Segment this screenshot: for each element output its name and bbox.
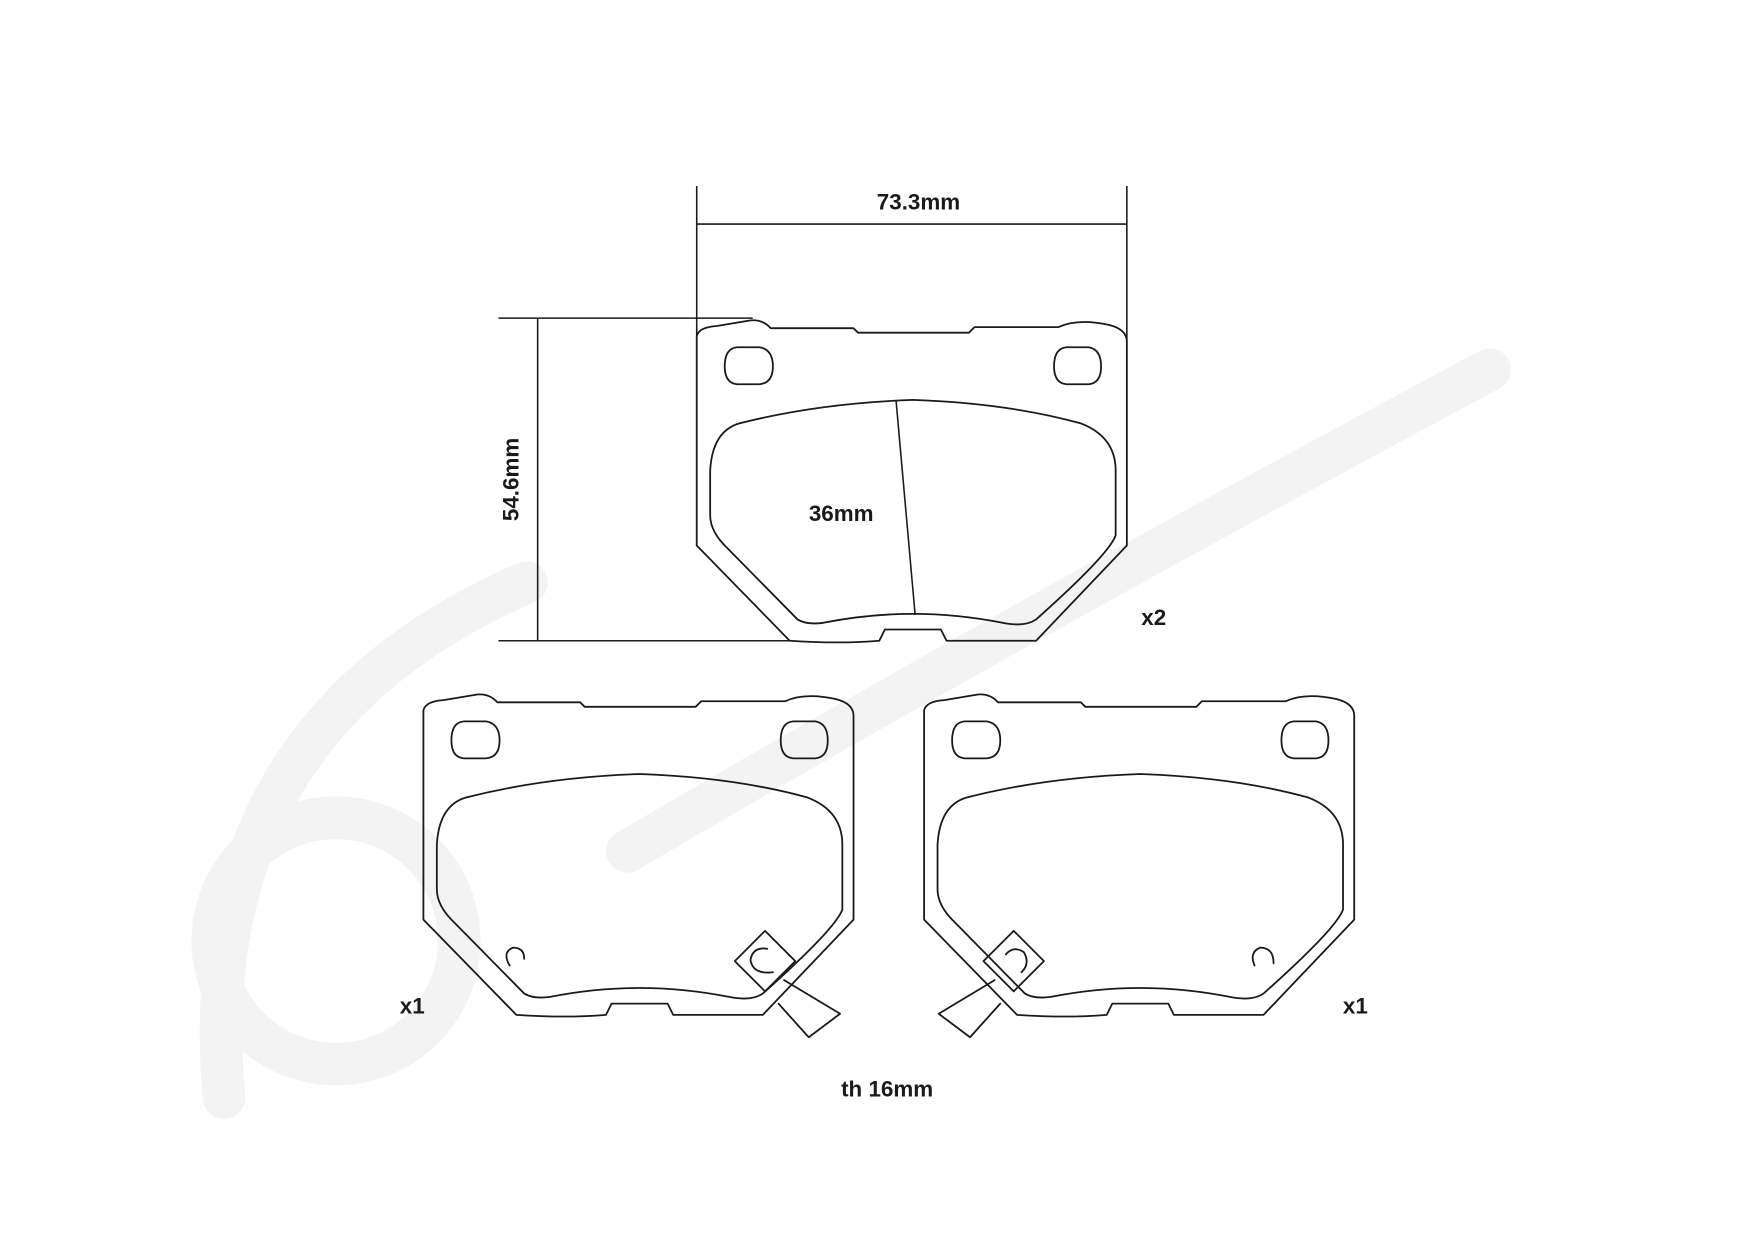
clip-hook-icon bbox=[505, 946, 526, 967]
quantity-label-top: x2 bbox=[1141, 605, 1166, 630]
brembo-watermark-logo bbox=[191, 348, 1512, 1120]
width-dimension: 73.3mm bbox=[695, 185, 1128, 342]
thickness-label: th 16mm bbox=[841, 1077, 933, 1102]
friction-height-line bbox=[895, 400, 916, 616]
height-label: 54.6mm bbox=[499, 438, 524, 521]
clip-hook-icon bbox=[1251, 946, 1275, 967]
wear-sensor bbox=[937, 929, 1045, 1039]
brake-pad-bottom-left: x1 bbox=[400, 693, 855, 1039]
quantity-label-bottom-right: x1 bbox=[1343, 994, 1368, 1019]
brake-pad-bottom-right: x1 bbox=[923, 693, 1368, 1039]
wear-sensor bbox=[733, 929, 841, 1039]
width-label: 73.3mm bbox=[877, 189, 960, 214]
quantity-label-bottom-left: x1 bbox=[400, 994, 425, 1019]
friction-height-label: 36mm bbox=[809, 501, 874, 526]
brake-pad-top: 36mm x2 bbox=[695, 319, 1166, 644]
height-dimension: 54.6mm bbox=[498, 317, 790, 642]
